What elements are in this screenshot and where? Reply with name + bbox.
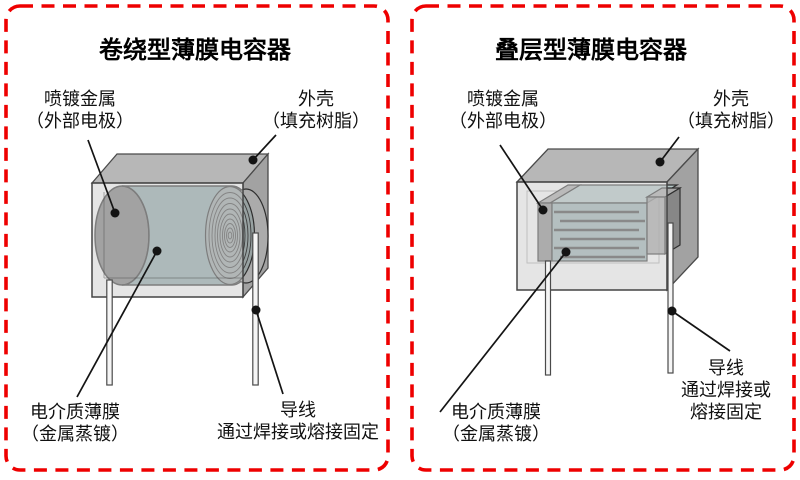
case-front-face (516, 181, 668, 291)
pointer-dot-sprayed-metal (110, 208, 120, 218)
label-lead-wire: 导线 通过焊接或熔接固定 (217, 400, 379, 442)
label-lead-wire: 导线 通过焊接或 熔接固定 (681, 358, 771, 422)
panel-stacked-capacitor: 叠层型薄膜电容器 喷镀金属 （外部电极） 外壳 （填充树脂） 电介质薄膜 （金属… (400, 0, 800, 480)
pointer-line-dielectric (439, 251, 567, 413)
pointer-line-sprayed-metal (499, 144, 544, 211)
label-dielectric-film: 电介质薄膜 （金属蒸镀） (21, 402, 129, 444)
pointer-dot-sprayed-metal (538, 205, 548, 215)
diagram-stacked-capacitor (410, 4, 796, 472)
pointer-dot-lead (251, 305, 261, 315)
pointer-line-lead (671, 310, 731, 352)
label-dielectric-film: 电介质薄膜 （金属蒸镀） (442, 402, 550, 444)
pointer-line-sprayed-metal (87, 139, 116, 214)
pointer-dot-dielectric (152, 246, 162, 256)
pointer-dot-case (248, 155, 258, 165)
page-title: 叠层型薄膜电容器 (495, 37, 687, 64)
label-sprayed-metal: 喷镀金属 （外部电极） (26, 89, 134, 131)
pointer-dot-case (655, 157, 665, 167)
panel-wound-capacitor: 卷绕型薄膜电容器 喷镀金属 （外部电极） 外壳 （填充树脂） 电介质薄膜 （金属… (4, 4, 390, 472)
pointer-annotations (439, 136, 731, 413)
case-front-face (91, 182, 244, 298)
pointer-line-case (659, 136, 680, 163)
lead-wire-right (667, 222, 674, 374)
label-case: 外壳 （填充树脂） (262, 89, 370, 131)
lead-wire-left (544, 260, 552, 376)
diagram-wound-capacitor (4, 4, 390, 472)
pointer-dot-dielectric (561, 247, 571, 257)
label-sprayed-metal: 喷镀金属 （外部电极） (449, 89, 557, 131)
case-top-face (90, 153, 270, 184)
pointer-dot-lead (667, 306, 677, 316)
pointer-line-lead (255, 309, 284, 395)
panel-border (4, 4, 390, 472)
pointer-annotations (76, 134, 284, 398)
case-inner-wall-lines (103, 192, 243, 279)
pointer-line-dielectric (76, 250, 158, 398)
panel-border (410, 4, 796, 472)
label-case: 外壳 （填充树脂） (677, 89, 785, 131)
page-title: 卷绕型薄膜电容器 (99, 37, 291, 64)
pointer-line-case (252, 134, 277, 161)
